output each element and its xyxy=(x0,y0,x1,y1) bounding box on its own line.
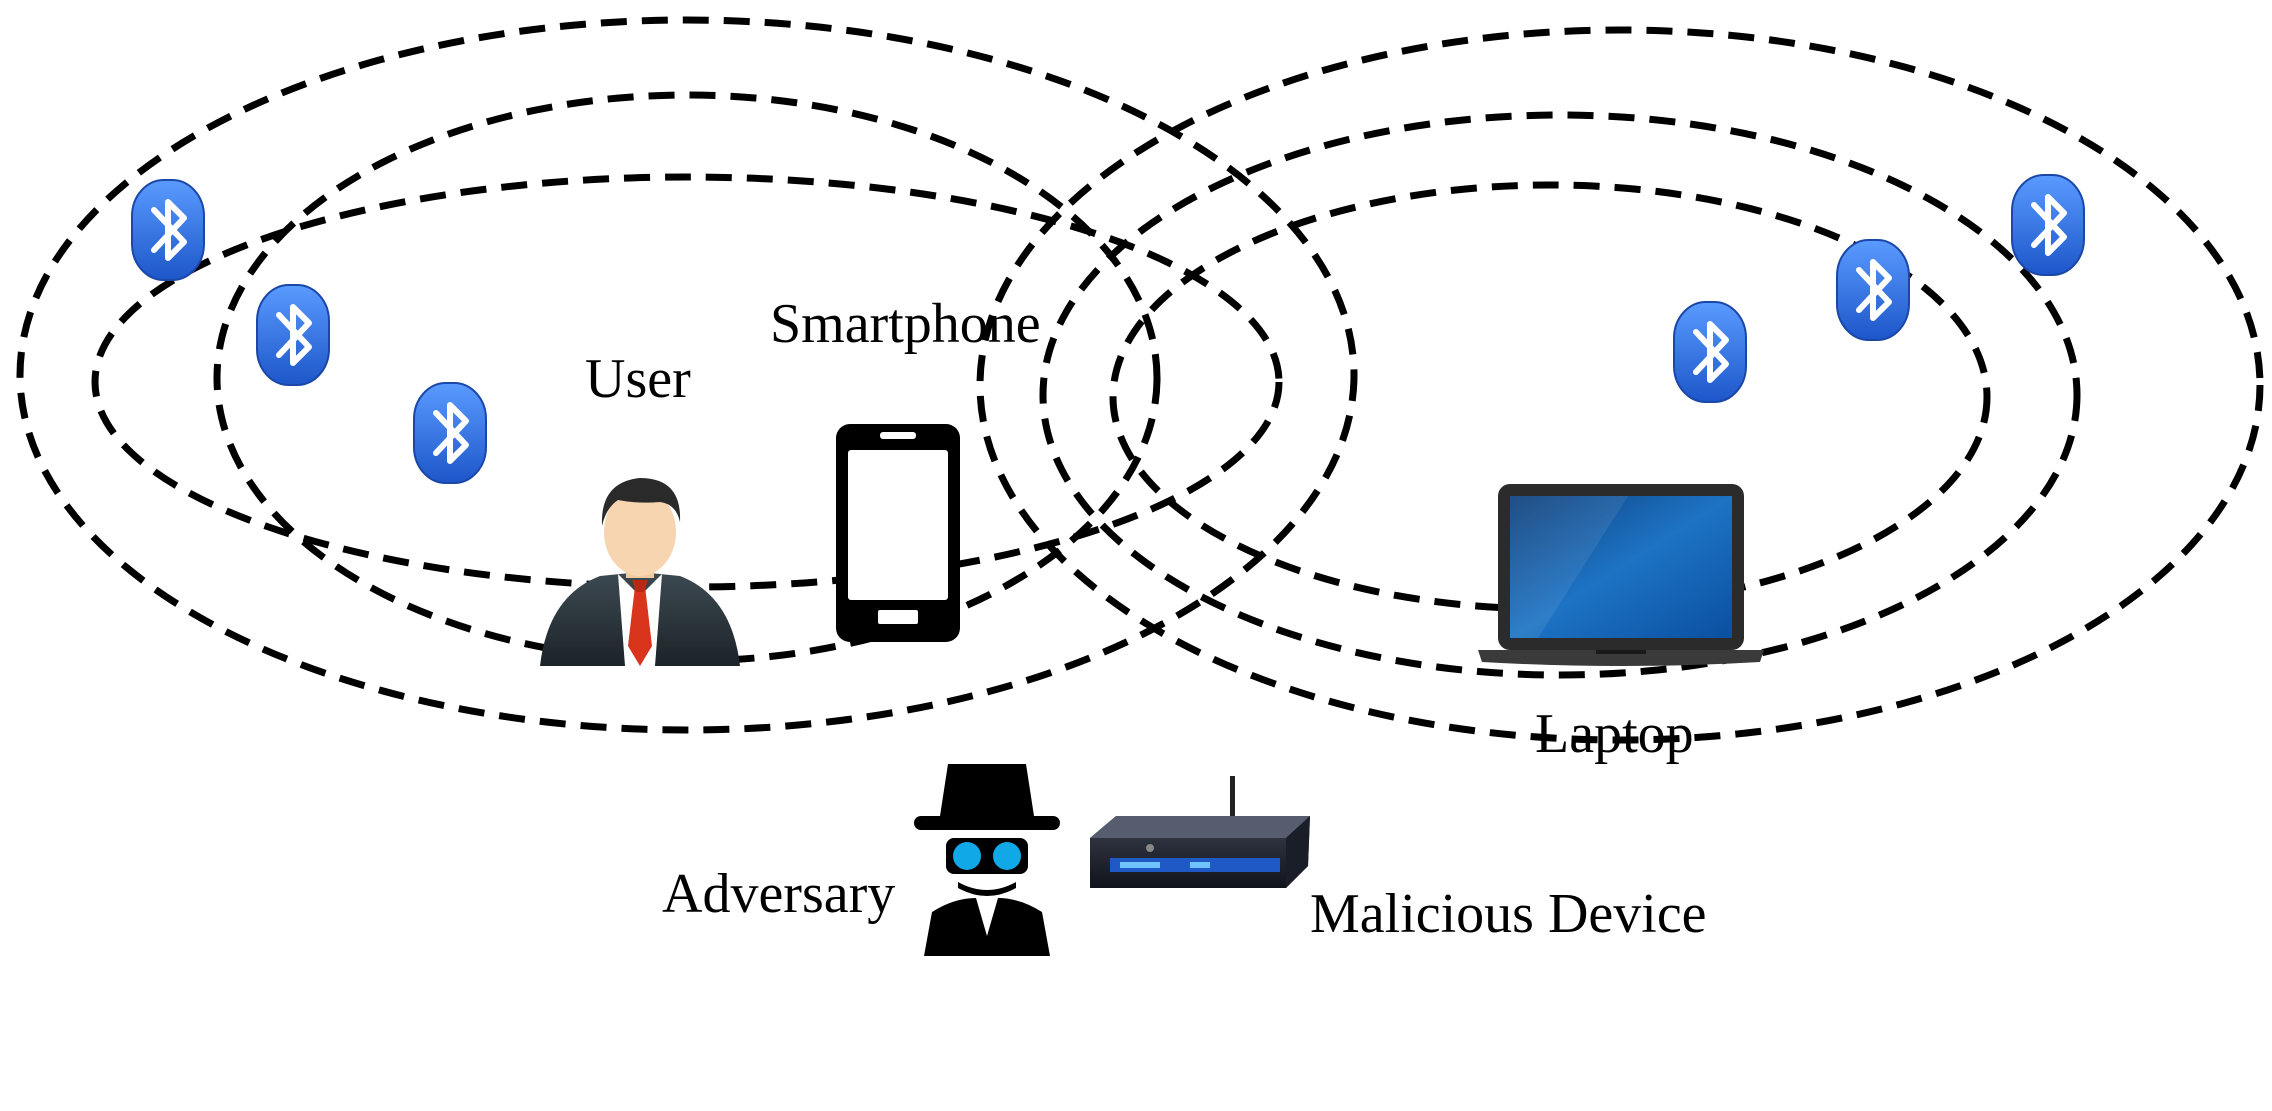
laptop-ring-middle xyxy=(1039,111,2081,679)
bluetooth-icon xyxy=(1837,240,1909,340)
spy-icon xyxy=(914,764,1060,956)
laptop-range-rings xyxy=(976,26,2264,744)
laptop-label: Laptop xyxy=(1535,703,1694,765)
router-box-icon xyxy=(1090,776,1310,888)
bluetooth-icon xyxy=(1674,302,1746,402)
bluetooth-icon xyxy=(414,383,486,483)
user-label: User xyxy=(585,348,691,410)
laptop-icon xyxy=(1478,484,1764,666)
laptop-ring-inner xyxy=(1109,181,1991,613)
bluetooth-icon xyxy=(257,285,329,385)
user-ring-outer xyxy=(16,16,1358,734)
bluetooth-icon xyxy=(2012,175,2084,275)
adversary-label: Adversary xyxy=(662,863,895,925)
bluetooth-icon xyxy=(132,180,204,280)
laptop-ring-outer xyxy=(976,26,2264,744)
user-ring-middle xyxy=(213,91,1161,665)
smartphone-icon xyxy=(836,424,960,642)
businessman-icon xyxy=(540,478,740,666)
smartphone-label: Smartphone xyxy=(770,293,1041,355)
malicious-device-label: Malicious Device xyxy=(1310,883,1707,945)
